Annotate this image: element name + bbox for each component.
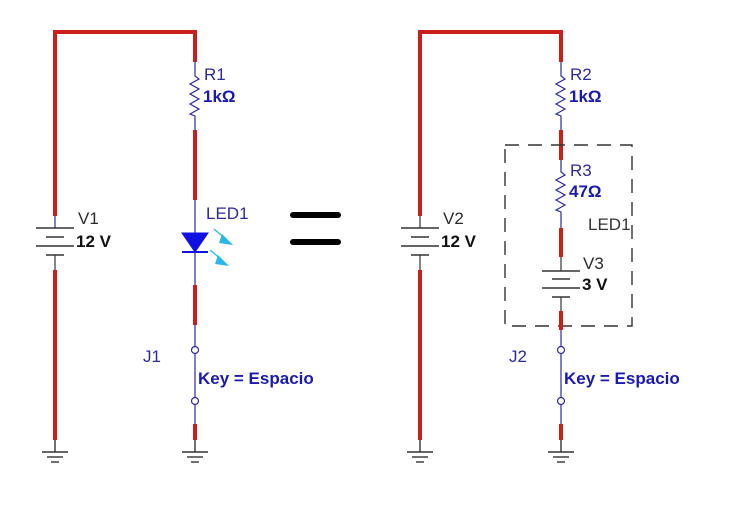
- v2-ref-label: V2: [443, 209, 464, 228]
- led-model-label: LED1: [588, 215, 631, 234]
- r2-value-label: 1kΩ: [569, 87, 602, 106]
- j2-ref-label: J2: [509, 347, 527, 366]
- ground-icon: [548, 451, 574, 463]
- resistor-icon: [554, 62, 567, 130]
- v2-value-label: 12 V: [441, 232, 477, 251]
- r1-ref-label: R1: [204, 65, 226, 84]
- dc-battery-icon: [36, 216, 74, 270]
- resistor-icon: [554, 160, 567, 228]
- led1-ref-label: LED1: [206, 204, 249, 223]
- right-circuit: V2 12 V R2 1kΩ LED1 R3 47Ω: [401, 30, 680, 463]
- switch-icon: [190, 325, 200, 424]
- ground-icon: [42, 451, 68, 463]
- dc-battery-icon: [401, 216, 439, 270]
- ground-icon: [182, 451, 208, 463]
- wire-top-right: [418, 30, 563, 216]
- switch-icon: [556, 330, 566, 424]
- equals-sign: [290, 212, 341, 245]
- v3-value-label: 3 V: [582, 275, 608, 294]
- v1-ref-label: V1: [78, 209, 99, 228]
- j1-ref-label: J1: [143, 347, 161, 366]
- ground-icon: [407, 451, 433, 463]
- j2-key-label: Key = Espacio: [564, 369, 680, 388]
- v1-value-label: 12 V: [76, 232, 112, 251]
- r3-value-label: 47Ω: [569, 182, 602, 201]
- j1-key-label: Key = Espacio: [198, 369, 314, 388]
- resistor-icon: [188, 62, 201, 130]
- led-icon: [181, 200, 233, 285]
- left-circuit: V1 12 V R1 1kΩ LED1: [36, 30, 314, 463]
- r2-ref-label: R2: [570, 65, 592, 84]
- r1-value-label: 1kΩ: [203, 87, 236, 106]
- wire-top-left: [53, 30, 197, 216]
- dc-battery-icon: [542, 257, 580, 311]
- led-model-box: [504, 144, 633, 327]
- r3-ref-label: R3: [570, 161, 592, 180]
- v3-ref-label: V3: [583, 254, 604, 273]
